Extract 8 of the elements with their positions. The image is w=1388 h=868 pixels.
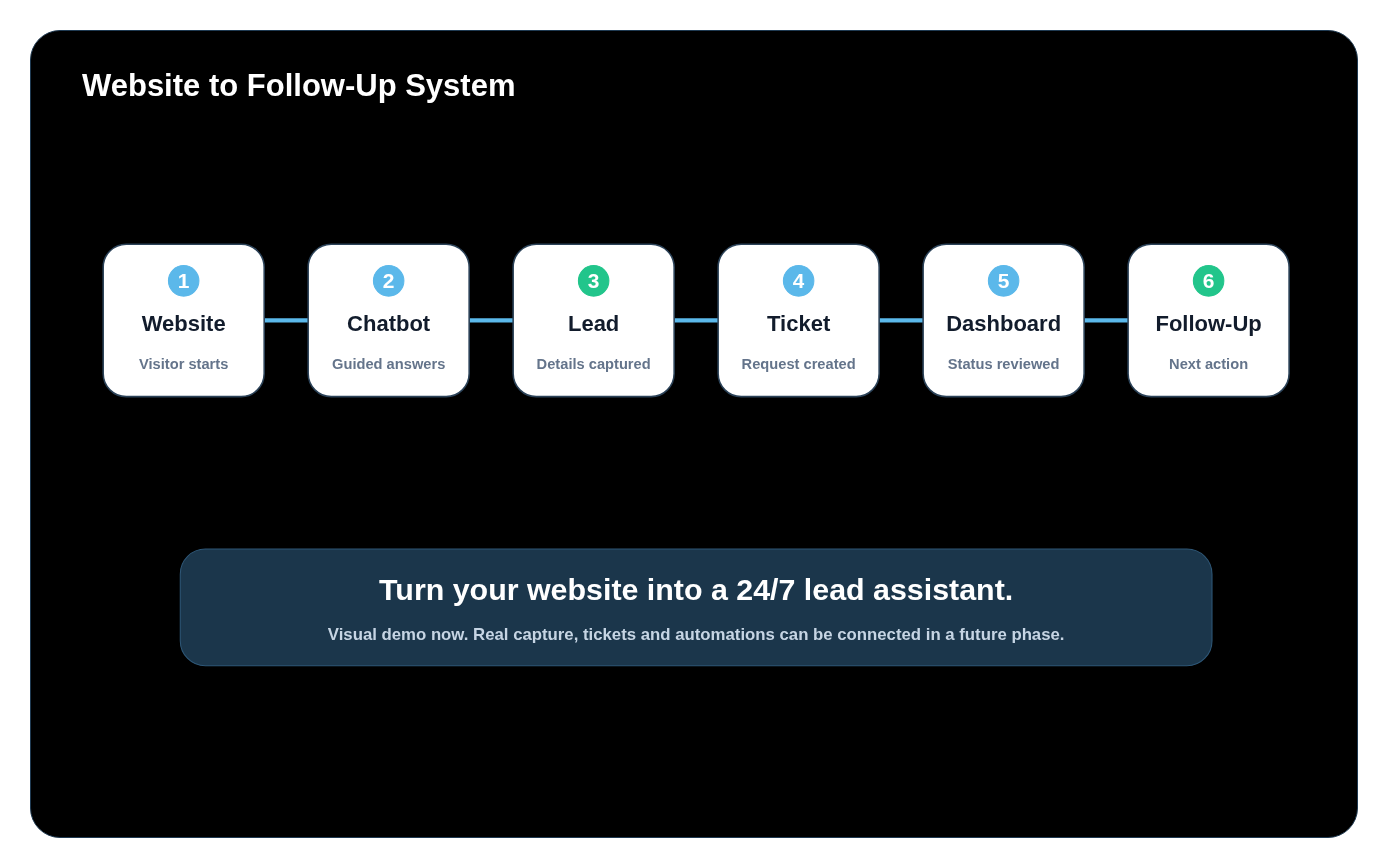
node-circle: 6 xyxy=(1192,265,1225,297)
node-circle: 2 xyxy=(372,265,405,297)
node-box: Turn your website into a 24/7 lead assistant. Visual demo now. Real capture, tickets and automations can be connected in a future phase. xyxy=(179,548,1213,667)
node-circle: 4 xyxy=(782,265,815,297)
node-circle: 5 xyxy=(987,265,1020,297)
node-circle: 1 xyxy=(167,265,200,297)
diagram-title: Website to Follow-Up System xyxy=(82,67,516,105)
node-circle: 3 xyxy=(577,265,610,297)
